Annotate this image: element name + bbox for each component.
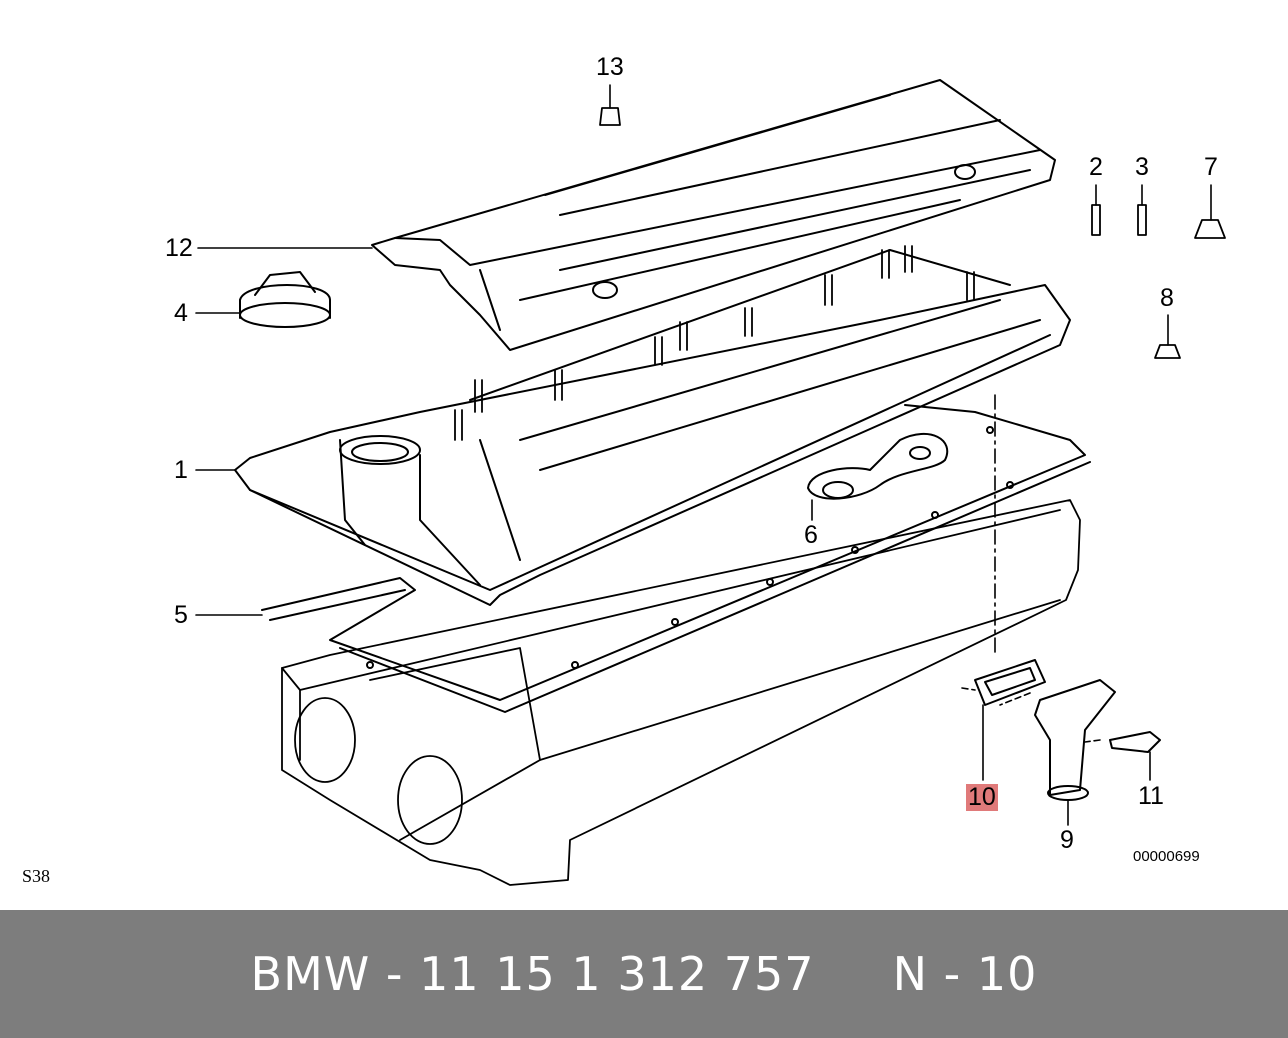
leader-lines bbox=[195, 84, 1212, 826]
callout-1: 1 bbox=[174, 456, 188, 484]
drawing-code: 00000699 bbox=[1133, 848, 1200, 865]
valve-cover-studs bbox=[454, 245, 975, 441]
callout-6: 6 bbox=[804, 521, 818, 549]
oil-filler-cap-drawing bbox=[239, 271, 331, 328]
sheet-id: S38 bbox=[22, 866, 51, 886]
callout-4: 4 bbox=[174, 299, 188, 327]
callout-11: 11 bbox=[1138, 782, 1164, 810]
callout-9: 9 bbox=[1060, 826, 1074, 854]
callout-7: 7 bbox=[1204, 153, 1218, 181]
breather-assembly-drawing bbox=[974, 659, 1161, 801]
callout-10-highlighted: 10 bbox=[966, 783, 998, 811]
callout-5: 5 bbox=[174, 601, 188, 629]
part-number-banner: BMW - 11 15 1 312 757 N - 10 bbox=[0, 910, 1288, 1038]
fastener-drawings bbox=[599, 107, 1226, 359]
exploded-view-drawing bbox=[195, 79, 1226, 886]
cylinder-head-drawing bbox=[281, 499, 1081, 886]
callout-12: 12 bbox=[165, 234, 193, 262]
callout-2: 2 bbox=[1089, 153, 1103, 181]
callout-8: 8 bbox=[1160, 284, 1174, 312]
callout-3: 3 bbox=[1135, 153, 1149, 181]
parts-diagram: 13 2 3 7 12 8 4 1 6 5 10 11 9 00000699 S… bbox=[22, 53, 1226, 886]
valve-cover-gasket-drawing bbox=[261, 404, 1091, 713]
callout-13: 13 bbox=[596, 53, 624, 81]
valve-cover-drawing bbox=[234, 249, 1071, 606]
part-number-text: BMW - 11 15 1 312 757 N - 10 bbox=[250, 947, 1038, 1001]
engine-top-cover-drawing bbox=[371, 79, 1056, 351]
spark-plug-gasket-drawing bbox=[807, 432, 949, 500]
